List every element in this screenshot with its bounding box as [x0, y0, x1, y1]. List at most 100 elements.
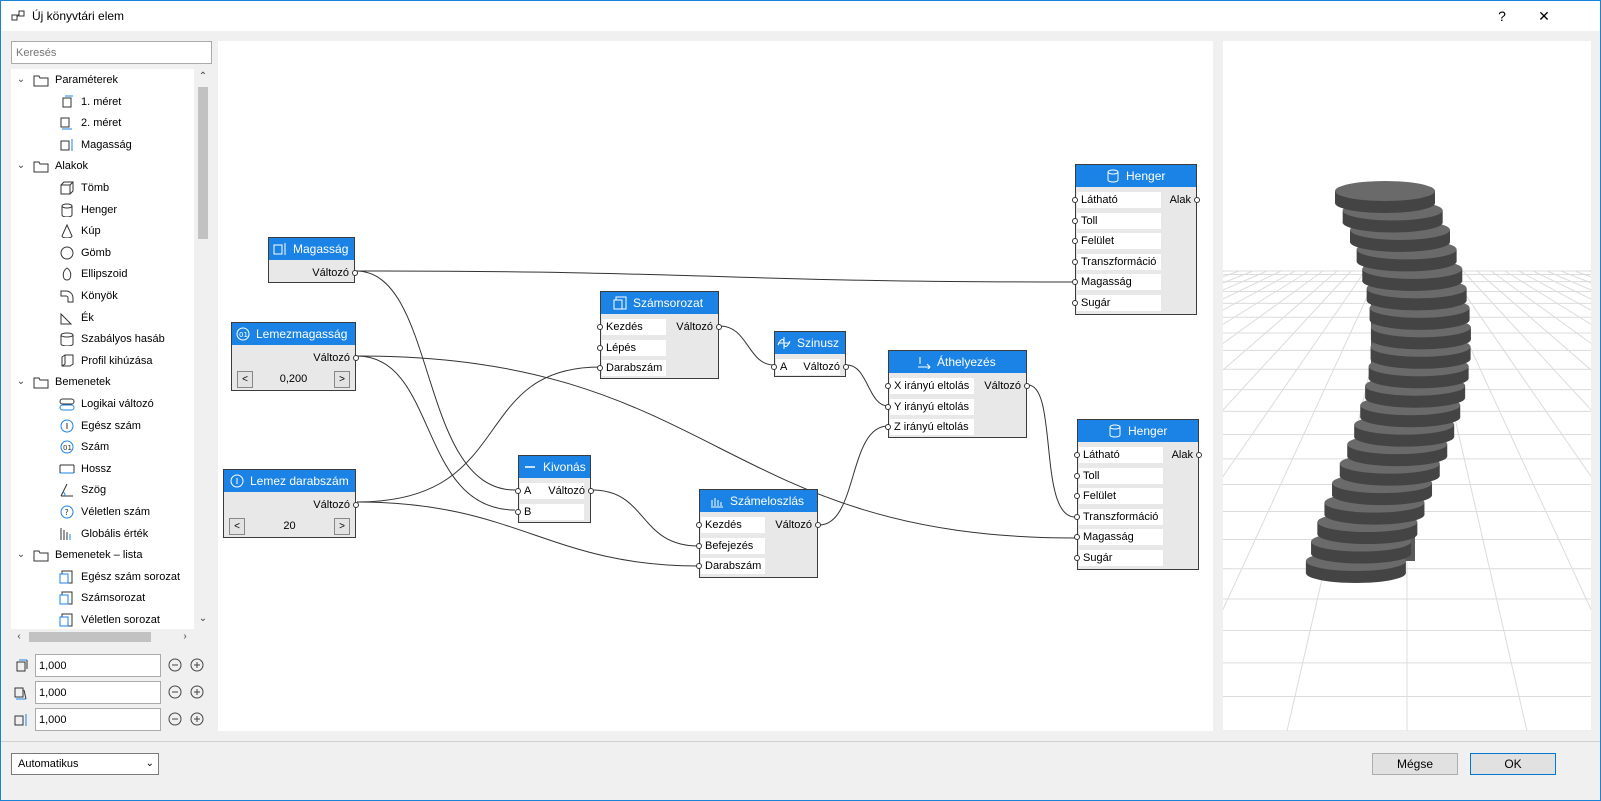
input-port[interactable]: Z irányú eltolás: [890, 419, 974, 435]
close-button[interactable]: ✕: [1538, 8, 1550, 24]
output-connector[interactable]: [1196, 452, 1202, 458]
mode-select[interactable]: Automatikus ⌄: [11, 753, 159, 775]
input-port[interactable]: Transzformáció: [1079, 508, 1163, 525]
input-port[interactable]: Toll: [1079, 467, 1163, 484]
input-connector[interactable]: [1072, 258, 1078, 265]
output-port[interactable]: Változó: [773, 359, 843, 375]
input-connector[interactable]: [696, 522, 702, 528]
tree-item[interactable]: Profil kihúzása: [11, 350, 194, 372]
tree-item[interactable]: Tömb: [11, 177, 194, 199]
chevron-down-icon[interactable]: ⌄: [16, 376, 26, 388]
output-port[interactable]: Változó: [282, 265, 352, 281]
output-port[interactable]: Változó: [283, 497, 353, 513]
input-connector[interactable]: [885, 403, 891, 410]
input-port[interactable]: Látható: [1079, 447, 1163, 463]
input-connector[interactable]: [771, 364, 777, 370]
scroll-down-icon[interactable]: ⌄: [198, 613, 208, 624]
tree-item[interactable]: Szög: [11, 479, 194, 501]
tree-item[interactable]: Ék: [11, 307, 194, 329]
tree-item[interactable]: ⌄Alakok: [11, 155, 194, 177]
tree-item[interactable]: Hossz: [11, 458, 194, 480]
input-connector[interactable]: [1074, 513, 1080, 520]
input-port[interactable]: Felület: [1079, 488, 1163, 504]
input-connector[interactable]: [1074, 534, 1080, 540]
chevron-down-icon[interactable]: ⌄: [16, 160, 26, 172]
output-connector[interactable]: [1024, 383, 1030, 389]
output-connector[interactable]: [588, 488, 594, 494]
node-header[interactable]: Lemez darabszám: [224, 470, 355, 492]
input-connector[interactable]: [1072, 197, 1078, 203]
help-button[interactable]: ?: [1498, 8, 1506, 24]
input-port[interactable]: Kezdés: [701, 517, 765, 533]
tree-horizontal-scrollbar[interactable]: ‹ ›: [11, 629, 194, 645]
node-header[interactable]: Szinusz: [775, 332, 845, 354]
output-port[interactable]: Változó: [283, 350, 353, 366]
increment-button[interactable]: >: [334, 371, 350, 388]
plus-icon[interactable]: [189, 684, 205, 700]
increment-button[interactable]: >: [334, 518, 350, 535]
input-connector[interactable]: [515, 488, 521, 494]
tree-item[interactable]: ⌄Bemenetek – lista: [11, 544, 194, 566]
cancel-button[interactable]: Mégse: [1372, 753, 1458, 775]
input-connector[interactable]: [1074, 452, 1080, 458]
minus-icon[interactable]: [167, 684, 183, 700]
tree-item[interactable]: Gömb: [11, 242, 194, 264]
decrement-button[interactable]: <: [229, 518, 245, 535]
plus-icon[interactable]: [189, 711, 205, 727]
input-port[interactable]: Sugár: [1079, 549, 1163, 566]
dimension-1-field[interactable]: [35, 654, 161, 677]
tree-vertical-scrollbar[interactable]: ⌃ ⌄: [194, 69, 212, 629]
node-header[interactable]: Számsorozat: [601, 292, 718, 314]
tree-item[interactable]: Véletlen sorozat: [11, 609, 194, 629]
input-connector[interactable]: [696, 542, 702, 549]
output-port[interactable]: Változó: [646, 319, 716, 335]
plus-icon[interactable]: [189, 657, 205, 673]
node-header[interactable]: Áthelyezés: [889, 351, 1026, 373]
input-port[interactable]: A: [520, 483, 584, 499]
input-port[interactable]: Darabszám: [701, 558, 765, 574]
input-port[interactable]: Transzformáció: [1077, 253, 1161, 270]
ok-button[interactable]: OK: [1470, 753, 1556, 775]
output-port[interactable]: Változó: [518, 483, 588, 499]
output-connector[interactable]: [352, 270, 358, 276]
input-connector[interactable]: [1074, 493, 1080, 499]
tree-item[interactable]: ⌄Bemenetek: [11, 371, 194, 393]
input-connector[interactable]: [597, 324, 603, 330]
node-header[interactable]: Kivonás: [519, 456, 590, 478]
output-port[interactable]: Változó: [745, 517, 815, 533]
output-connector[interactable]: [353, 502, 359, 508]
input-port[interactable]: Lépés: [602, 339, 666, 356]
input-connector[interactable]: [1074, 472, 1080, 479]
tree-item[interactable]: Logikai változó: [11, 393, 194, 415]
input-connector[interactable]: [696, 563, 702, 569]
tree-item[interactable]: Globális érték: [11, 523, 194, 545]
tree-item[interactable]: Kúp: [11, 220, 194, 242]
input-connector[interactable]: [597, 365, 603, 371]
scroll-up-icon[interactable]: ⌃: [198, 71, 208, 82]
input-port[interactable]: A: [776, 359, 840, 375]
scroll-right-icon[interactable]: ›: [183, 631, 187, 642]
input-port[interactable]: Magasság: [1079, 529, 1163, 545]
input-connector[interactable]: [1072, 238, 1078, 244]
input-port[interactable]: Y irányú eltolás: [890, 398, 974, 415]
tree-item[interactable]: Egész szám: [11, 415, 194, 437]
input-connector[interactable]: [1072, 299, 1078, 306]
value-stepper[interactable]: <20>: [229, 518, 350, 536]
input-port[interactable]: Darabszám: [602, 360, 666, 376]
input-connector[interactable]: [515, 508, 521, 515]
tree-item[interactable]: 1. méret: [11, 91, 194, 113]
output-connector[interactable]: [1194, 197, 1200, 203]
output-connector[interactable]: [843, 364, 849, 370]
input-connector[interactable]: [1072, 279, 1078, 285]
output-port[interactable]: Alak: [1126, 447, 1196, 463]
output-port[interactable]: Változó: [954, 378, 1024, 394]
